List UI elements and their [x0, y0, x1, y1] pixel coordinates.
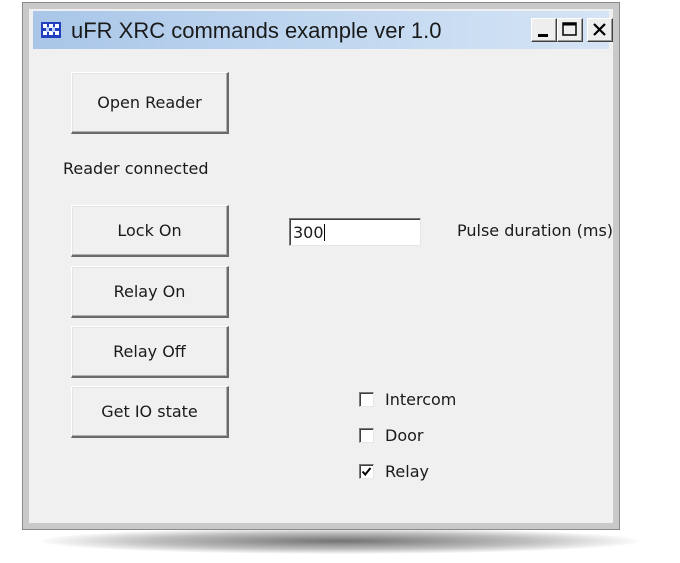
relay-off-button[interactable]: Relay Off: [71, 326, 229, 378]
relay-on-button[interactable]: Relay On: [71, 266, 229, 318]
relay-checkbox[interactable]: [359, 463, 374, 479]
title-bar[interactable]: uFR XRC commands example ver 1.0: [33, 11, 613, 49]
close-icon: [593, 23, 606, 36]
window-shadow: [40, 528, 640, 554]
minimize-button[interactable]: [531, 18, 557, 42]
intercom-checkbox[interactable]: [359, 391, 374, 407]
app-icon[interactable]: [41, 22, 61, 38]
minimize-icon: [538, 34, 548, 37]
door-checkbox-row[interactable]: Door: [359, 425, 423, 445]
pulse-duration-value: 300: [293, 223, 324, 242]
door-checkbox[interactable]: [359, 427, 374, 443]
pulse-duration-input[interactable]: 300: [289, 218, 421, 246]
checkmark-icon: [361, 466, 372, 476]
intercom-label: Intercom: [385, 389, 457, 409]
close-button[interactable]: [587, 18, 613, 42]
intercom-checkbox-row[interactable]: Intercom: [359, 389, 456, 409]
window-title: uFR XRC commands example ver 1.0: [71, 18, 442, 43]
maximize-button[interactable]: [557, 18, 583, 42]
lock-on-button[interactable]: Lock On: [71, 205, 229, 257]
door-label: Door: [385, 425, 424, 445]
text-caret: [323, 224, 325, 241]
pulse-duration-label: Pulse duration (ms): [457, 221, 614, 240]
get-io-state-button[interactable]: Get IO state: [71, 386, 229, 438]
relay-label: Relay: [385, 461, 429, 481]
maximize-icon: [562, 22, 577, 36]
app-window: uFR XRC commands example ver 1.0 Open Re…: [22, 2, 620, 530]
relay-checkbox-row[interactable]: Relay: [359, 461, 429, 481]
status-text: Reader connected: [63, 159, 209, 178]
open-reader-button[interactable]: Open Reader: [71, 72, 229, 134]
